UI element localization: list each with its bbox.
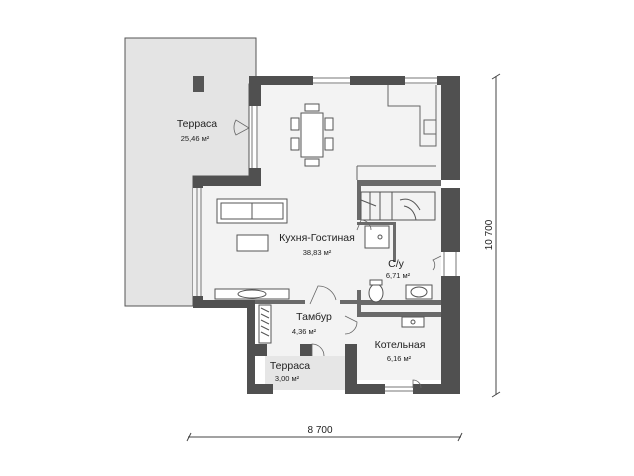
room-area-kitchen-living: 38,83 м² [303, 248, 332, 257]
room-name-terrace-small: Терраса [270, 360, 310, 372]
kitchen-counter [356, 85, 437, 180]
room-name-terrace-large: Терраса [177, 118, 217, 130]
dimension-lines [186, 73, 501, 442]
glazing [196, 77, 457, 392]
sofa [216, 198, 288, 224]
terrace-small-floor [265, 356, 345, 390]
room-name-vestibule: Тамбур [296, 311, 332, 323]
room-area-boiler-room: 6,16 м² [387, 354, 412, 363]
dining-table [290, 103, 334, 167]
interior-partitions [255, 180, 441, 317]
interior-floor [193, 84, 441, 390]
dimension-width: 8 700 [307, 425, 332, 436]
dimension-height: 10 700 [484, 219, 495, 250]
room-name-bathroom: С/у [388, 258, 405, 270]
room-area-bathroom: 6,71 м² [386, 271, 411, 280]
stairs [360, 191, 436, 221]
wardrobe [258, 304, 272, 344]
room-area-terrace-large: 25,46 м² [181, 134, 210, 143]
room-name-kitchen-living: Кухня-Гостиная [279, 232, 355, 244]
doors [233, 119, 442, 389]
room-area-terrace-small: 3,00 м² [275, 374, 300, 383]
room-name-boiler-room: Котельная [375, 339, 426, 351]
chimney [193, 76, 204, 92]
room-area-vestibule: 4,36 м² [292, 327, 317, 336]
boiler-fixtures [401, 316, 425, 328]
bathroom-fixtures [364, 225, 433, 303]
exterior-walls [193, 76, 460, 394]
coffee-table [236, 234, 269, 252]
tv-unit [214, 288, 290, 300]
